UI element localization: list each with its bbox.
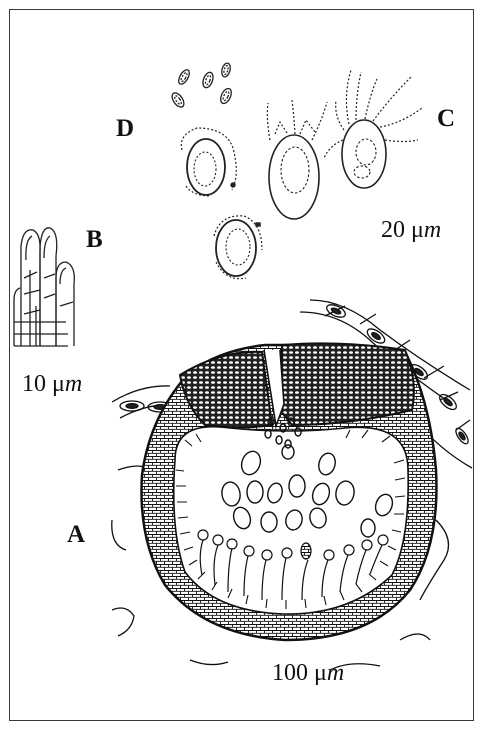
scale-unit-a: m bbox=[327, 660, 344, 686]
spores-with-appendages-c bbox=[267, 70, 422, 219]
scale-bar-label-c: 20 μm bbox=[381, 218, 441, 242]
scale-unit-c: m bbox=[424, 217, 441, 243]
label-c: C bbox=[437, 106, 455, 131]
spores-with-sheath-d bbox=[181, 128, 262, 279]
scale-unit-b: m bbox=[65, 371, 82, 397]
scale-bar-label-a: 100 μm bbox=[272, 661, 344, 685]
label-a: A bbox=[67, 522, 85, 547]
label-b: B bbox=[86, 227, 103, 252]
scale-value-b: 10 μ bbox=[22, 371, 65, 397]
scale-value-c: 20 μ bbox=[381, 217, 424, 243]
scale-bar-label-b: 10 μm bbox=[22, 372, 82, 396]
label-d: D bbox=[116, 116, 134, 141]
scale-value-a: 100 μ bbox=[272, 660, 327, 686]
small-spores-d bbox=[170, 62, 234, 109]
ascoma-section-a bbox=[112, 300, 472, 670]
asci-b bbox=[14, 228, 74, 346]
